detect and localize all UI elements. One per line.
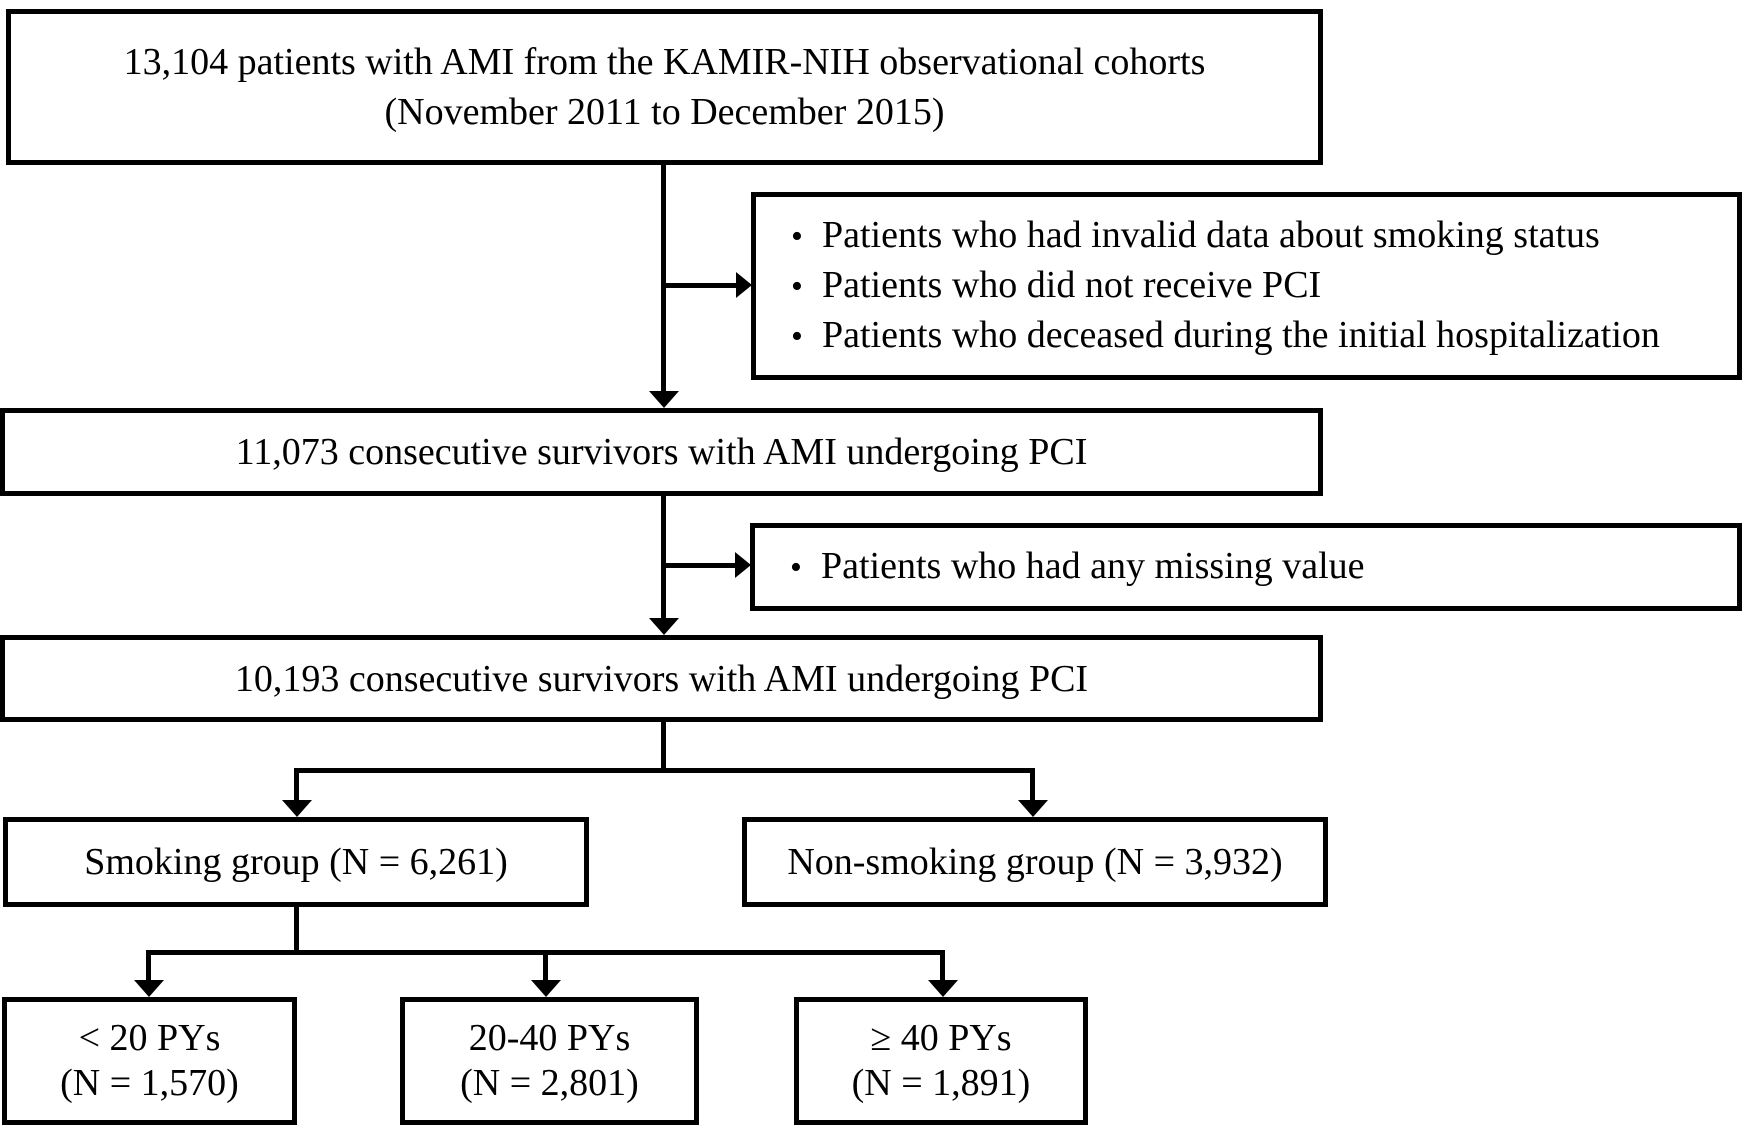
connector-box2-box3: [661, 496, 666, 619]
arrowhead-into-py-lt20: [134, 980, 164, 997]
py-subgroup-20to40-line1: 20-40 PYs: [468, 1017, 631, 1059]
py-subgroup-20to40-line2: (N = 2,801): [460, 1062, 639, 1104]
connector-box3-branch: [661, 722, 666, 773]
py-subgroup-ge40-line2: (N = 1,891): [851, 1062, 1031, 1104]
py-subgroup-ge40-line1: ≥ 40 PYs: [870, 1017, 1012, 1059]
py-subgroup-box-ge40: ≥ 40 PYs (N = 1,891): [794, 997, 1088, 1125]
bullet-icon: •: [791, 318, 803, 355]
cohort-box-survivors-11073: 11,073 consecutive survivors with AMI un…: [0, 408, 1323, 496]
cohort-box-total-line2: (November 2011 to December 2015): [384, 91, 945, 133]
smoking-group-box: Smoking group (N = 6,261): [3, 817, 589, 907]
exclusion-2-item-text: Patients who had any missing value: [821, 545, 1365, 587]
bullet-icon: •: [790, 549, 802, 586]
cohort-box-total-line1: 13,104 patients with AMI from the KAMIR-…: [123, 41, 1206, 83]
arrowhead-into-py-ge40: [928, 980, 958, 997]
py-subgroup-lt20-line2: (N = 1,570): [60, 1062, 239, 1104]
connector-to-smoking: [294, 768, 299, 801]
arrowhead-into-smoking: [282, 800, 312, 817]
arrowhead-into-py-20to40: [531, 980, 561, 997]
py-subgroup-box-20to40: 20-40 PYs (N = 2,801): [400, 997, 699, 1125]
arrowhead-into-box3: [649, 618, 679, 635]
arrowhead-into-box2: [649, 391, 679, 408]
arrowhead-into-non-smoking: [1018, 800, 1048, 817]
connector-smoking-branch: [294, 907, 299, 955]
non-smoking-group-box: Non-smoking group (N = 3,932): [742, 817, 1328, 907]
connector-to-non-smoking: [1030, 768, 1035, 801]
exclusion-1-item: • Patients who had invalid data about sm…: [772, 211, 1600, 261]
connector-to-py-lt20: [146, 950, 151, 981]
exclusion-2-item: • Patients who had any missing value: [771, 542, 1365, 592]
arrowhead-into-exclusion1: [736, 272, 752, 298]
cohort-box-survivors-11073-label: 11,073 consecutive survivors with AMI un…: [235, 431, 1088, 473]
connector-to-py-ge40: [940, 950, 945, 981]
connector-to-exclusion1: [664, 283, 737, 288]
exclusion-1-item-text: Patients who had invalid data about smok…: [822, 214, 1600, 256]
exclusion-box-2: • Patients who had any missing value: [750, 523, 1742, 611]
exclusion-1-item-text: Patients who deceased during the initial…: [822, 314, 1660, 356]
branch-line-groups: [294, 768, 1035, 773]
connector-to-exclusion2: [664, 563, 736, 568]
non-smoking-group-label: Non-smoking group (N = 3,932): [787, 841, 1283, 883]
arrowhead-into-exclusion2: [735, 552, 751, 578]
exclusion-1-item-text: Patients who did not receive PCI: [822, 264, 1322, 306]
exclusion-box-1: • Patients who had invalid data about sm…: [751, 192, 1742, 380]
connector-box1-box2: [661, 164, 666, 393]
py-subgroup-box-lt20: < 20 PYs (N = 1,570): [2, 997, 297, 1125]
connector-to-py-20to40: [543, 950, 548, 981]
bullet-icon: •: [791, 268, 803, 305]
exclusion-1-item: • Patients who deceased during the initi…: [772, 311, 1660, 361]
bullet-icon: •: [791, 218, 803, 255]
smoking-group-label: Smoking group (N = 6,261): [84, 841, 508, 883]
py-subgroup-lt20-line1: < 20 PYs: [78, 1017, 221, 1059]
cohort-box-survivors-10193-label: 10,193 consecutive survivors with AMI un…: [234, 657, 1089, 700]
cohort-box-total: 13,104 patients with AMI from the KAMIR-…: [6, 9, 1323, 165]
exclusion-1-item: • Patients who did not receive PCI: [772, 261, 1321, 311]
cohort-box-survivors-10193: 10,193 consecutive survivors with AMI un…: [0, 635, 1323, 722]
